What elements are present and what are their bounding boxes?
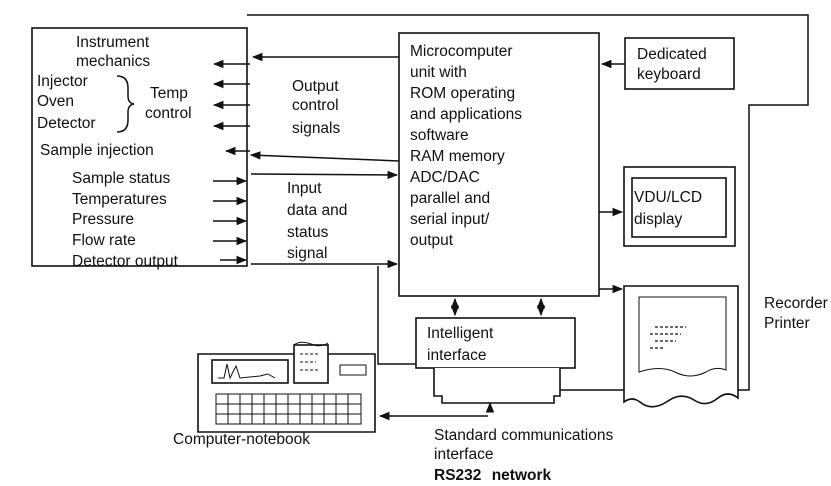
dedicated-keyboard: [624, 37, 735, 90]
pressure-label: Pressure: [72, 211, 134, 228]
svg-text:Microcomputer: Microcomputer: [410, 43, 513, 60]
notebook-label: Computer-notebook: [173, 431, 310, 448]
svg-text:ROM operating: ROM operating: [410, 85, 515, 102]
microcomputer-unit: [398, 32, 600, 297]
keyboard-label-1: Dedicated: [637, 46, 707, 63]
svg-text:unit with: unit with: [410, 64, 467, 81]
input-label-3: status: [287, 224, 329, 241]
rs232-label: RS232: [434, 467, 481, 484]
microcomputer-text: Microcomputer unit with ROM operating an…: [410, 43, 522, 249]
display-label-2: display: [634, 211, 682, 228]
input-label-2: data and: [287, 202, 347, 219]
vdu-screen: [631, 177, 727, 238]
input-label-4: signal: [287, 245, 328, 262]
detector-output-label: Detector output: [72, 253, 179, 270]
output-label-2: control: [292, 97, 339, 114]
recorder-inner: [638, 296, 727, 377]
intelligent-interface: [415, 317, 576, 369]
output-label-1: Output: [292, 78, 339, 95]
svg-text:software: software: [410, 127, 469, 144]
double-link-top: [249, 151, 400, 162]
detector-label: Detector: [37, 115, 96, 132]
svg-text:ADC/DAC: ADC/DAC: [410, 169, 480, 186]
printer-label: Printer: [764, 315, 810, 332]
rs232-connector: [433, 368, 561, 404]
svg-text:output: output: [410, 232, 454, 249]
comms-label-3: RS232 network: [434, 467, 552, 484]
keyboard-label-2: keyboard: [637, 66, 701, 83]
svg-text:and applications: and applications: [410, 106, 522, 123]
sample-injection-label: Sample injection: [40, 142, 154, 159]
network-label: network: [492, 467, 552, 484]
double-link-bottom: [250, 170, 399, 180]
interface-label-2: interface: [427, 347, 486, 364]
recorder-printer: [623, 285, 739, 408]
temperatures-label: Temperatures: [72, 191, 167, 208]
instrument-panel: [31, 27, 248, 267]
instrument-mechanics-label-1: Instrument: [76, 34, 150, 51]
temp-control-label-2: control: [145, 105, 192, 122]
instrument-mechanics-label-2: mechanics: [76, 53, 150, 70]
comms-label-1: Standard communications: [434, 427, 613, 444]
injector-label: Injector: [37, 73, 88, 90]
recorder-label: Recorder: [764, 295, 828, 312]
svg-text:serial input/: serial input/: [410, 211, 490, 228]
input-label-1: Input: [287, 180, 322, 197]
sample-status-label: Sample status: [72, 170, 170, 187]
comms-label-2: interface: [434, 446, 493, 463]
svg-text:parallel and: parallel and: [410, 190, 490, 207]
computer-notebook: [197, 341, 376, 433]
temp-control-label-1: Temp: [150, 85, 188, 102]
temp-brace: [116, 75, 135, 133]
svg-text:RAM memory: RAM memory: [410, 148, 505, 165]
oven-label: Oven: [37, 93, 74, 110]
display-label-1: VDU/LCD: [634, 189, 702, 206]
output-label-3: signals: [292, 120, 340, 137]
interface-label-1: Intelligent: [427, 325, 494, 342]
printout-marks: [650, 326, 686, 349]
flow-rate-label: Flow rate: [72, 232, 136, 249]
